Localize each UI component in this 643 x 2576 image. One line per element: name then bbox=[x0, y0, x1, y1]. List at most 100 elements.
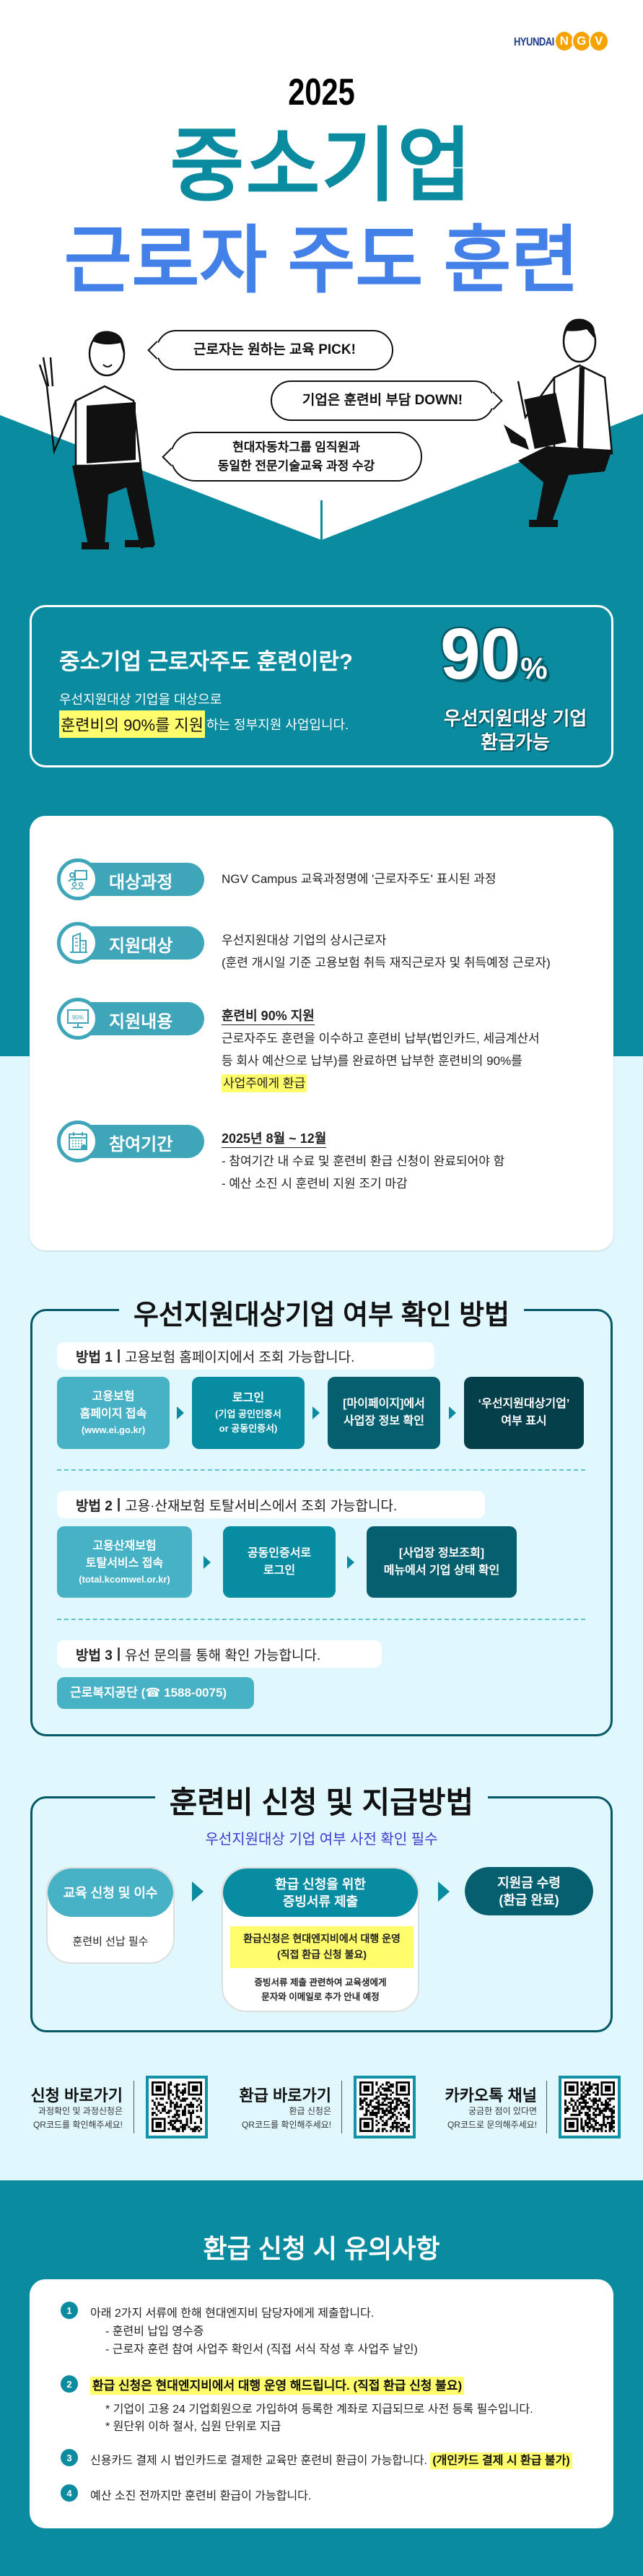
arrow-right-icon bbox=[177, 1406, 184, 1419]
step-text: or 공동인증서) bbox=[219, 1423, 278, 1434]
method-number: 방법 3 bbox=[76, 1648, 113, 1663]
arrow-right-icon bbox=[204, 1556, 211, 1569]
body-line: 증빙서류 제출 관련하여 교육생에게 bbox=[254, 1977, 387, 1988]
method-2-label: 방법 2|고용·산재보험 토탈서비스에서 조회 가능합니다. bbox=[57, 1491, 485, 1518]
intro-title: 중소기업 근로자주도 훈련이란? bbox=[59, 649, 353, 674]
note-text: 예산 소진 전까지만 훈련비 환급이 가능합니다. bbox=[90, 2490, 312, 2502]
step-title: 교육 신청 및 이수 bbox=[48, 1868, 173, 1917]
arrow-right-icon bbox=[438, 1881, 450, 1902]
body-line: 문자와 이메일로 추가 안내 예정 bbox=[261, 1992, 380, 2002]
period-desc: 2025년 8월 ~ 12월 - 참여기간 내 수료 및 훈련비 환급 신청이 … bbox=[222, 1128, 504, 1195]
label-text: 참여기간 bbox=[109, 1135, 173, 1154]
desc-highlight: 사업주에게 환급 bbox=[222, 1074, 307, 1092]
step-title-line: (환급 완료) bbox=[499, 1892, 559, 1907]
divider bbox=[546, 2081, 547, 2133]
arrow-right-icon bbox=[312, 1406, 320, 1419]
step-text: ‘우선지원대상기업’ bbox=[478, 1398, 570, 1410]
label-text: 지원내용 bbox=[109, 1012, 173, 1032]
qr-code-refund[interactable] bbox=[354, 2076, 416, 2138]
businessman-with-folder-illustration bbox=[504, 318, 613, 527]
qr-title: 카카오톡 채널 bbox=[445, 2087, 537, 2105]
calendar-icon bbox=[57, 1121, 99, 1162]
method-desc: 고용·산재보험 토탈서비스에서 조회 가능합니다. bbox=[125, 1498, 398, 1514]
step-text: 고용보험 bbox=[92, 1391, 135, 1403]
caption-line: 우선지원대상 기업 bbox=[443, 708, 587, 729]
intro-highlight: 훈련비의 90%를 지원 bbox=[59, 710, 205, 738]
number-badge: 1 bbox=[61, 2302, 78, 2319]
step-text: 로그인 bbox=[263, 1564, 296, 1577]
desc-line: 등 회사 예산으로 납부)를 완료하면 납부한 훈련비의 90%를 bbox=[222, 1054, 522, 1068]
label-target-course: 대상과정 bbox=[57, 858, 204, 900]
arrow-right-icon bbox=[347, 1556, 354, 1569]
label-period: 참여기간 bbox=[57, 1121, 204, 1162]
step-text: 여부 표시 bbox=[501, 1415, 547, 1427]
check-method-frame bbox=[30, 1309, 613, 1736]
logo-g: G bbox=[571, 30, 592, 52]
note-sub: - 훈련비 납입 영수증 bbox=[105, 2325, 204, 2338]
contact-text: 근로복지공단 (☎ 1588-0075) bbox=[70, 1686, 227, 1700]
method-number: 방법 2 bbox=[76, 1498, 113, 1514]
method-desc: 고용보험 홈페이지에서 조회 가능합니다. bbox=[125, 1349, 355, 1365]
note-sub: * 기업이 고용 24 기업회원으로 가입하여 등록한 계좌로 지급되므로 사전… bbox=[105, 2403, 533, 2416]
intro-card: 중소기업 근로자주도 훈련이란? 우선지원대상 기업을 대상으로 훈련비의 90… bbox=[30, 605, 613, 767]
note-sub: - 근로자 훈련 참여 사업주 확인서 (직접 서식 작성 후 사업주 날인) bbox=[105, 2344, 418, 2356]
big-number: 90 bbox=[440, 614, 521, 695]
building-icon bbox=[57, 922, 99, 964]
step-highlight: 환급신청은 현대엔지비에서 대행 운영(직접 환급 신청 불요) bbox=[230, 1926, 414, 1968]
check-method-title: 우선지원대상기업 여부 확인 방법 bbox=[0, 1292, 643, 1332]
step-text: 고용산재보험 bbox=[92, 1539, 157, 1552]
divider bbox=[341, 2081, 342, 2133]
qr-title: 환급 바로가기 bbox=[239, 2087, 331, 2105]
step-title-line: 증빙서류 제출 bbox=[282, 1894, 359, 1909]
qr-code-kakao[interactable] bbox=[559, 2076, 621, 2138]
step-text: 홈페이지 접속 bbox=[79, 1408, 147, 1420]
notes-card: 1 아래 2가지 서류에 한해 현대엔지비 담당자에게 제출합니다. - 훈련비… bbox=[30, 2279, 613, 2528]
step-url: (www.ei.go.kr) bbox=[81, 1424, 146, 1435]
percent-sign: % bbox=[520, 651, 548, 685]
bubble-text: 기업은 훈련비 부담 DOWN! bbox=[302, 393, 463, 408]
method-1-label: 방법 1|고용보험 홈페이지에서 조회 가능합니다. bbox=[57, 1342, 434, 1370]
ninety-percent: 90% bbox=[440, 613, 585, 696]
desc-line: 우선지원대상 기업의 상시근로자 bbox=[222, 934, 387, 947]
logo-hyundai: HYUNDAI bbox=[514, 35, 554, 48]
method-2-step-3: [사업장 정보조회]메뉴에서 기업 상태 확인 bbox=[367, 1526, 517, 1598]
qr-sub-line: 궁금한 점이 있다면 bbox=[468, 2106, 537, 2116]
step-text: 사업장 정보 확인 bbox=[344, 1415, 424, 1427]
divider-line bbox=[320, 500, 323, 541]
step-text: 공동인증서로 bbox=[247, 1546, 312, 1559]
step-text: 토탈서비스 접속 bbox=[85, 1557, 164, 1570]
qr-title: 신청 바로가기 bbox=[30, 2087, 123, 2105]
method-3-label: 방법 3|유선 문의를 통해 확인 가능합니다. bbox=[57, 1640, 382, 1668]
title-text: 우선지원대상기업 여부 확인 방법 bbox=[118, 1300, 525, 1331]
step-title-line: 환급 신청을 위한 bbox=[275, 1876, 366, 1892]
hyundai-ngv-logo: HYUNDAI N G V bbox=[514, 29, 609, 53]
dashed-divider bbox=[57, 1469, 585, 1471]
apply-subtitle: 우선지원대상 기업 여부 사전 확인 필수 bbox=[205, 1832, 438, 1848]
qr-code-apply[interactable] bbox=[146, 2076, 208, 2138]
eligible-desc: 우선지원대상 기업의 상시근로자(훈련 개시일 기준 고용보험 취득 재직근로자… bbox=[222, 929, 551, 974]
arrow-right-icon bbox=[192, 1881, 204, 1902]
desc-line: NGV Campus 교육과정명에 '근로자주도' 표시된 과정 bbox=[222, 872, 497, 886]
title-text: 훈련비 신청 및 지급방법 bbox=[154, 1785, 489, 1819]
arrow-right-icon bbox=[449, 1406, 456, 1419]
number-badge: 4 bbox=[61, 2484, 78, 2502]
note-text-main: 신용카드 결제 시 법인카드로 결제한 교육만 훈련비 환급이 가능합니다. bbox=[90, 2455, 427, 2467]
note-text: 신용카드 결제 시 법인카드로 결제한 교육만 훈련비 환급이 가능합니다. (… bbox=[90, 2450, 572, 2469]
desc-heading: 2025년 8월 ~ 12월 bbox=[222, 1130, 327, 1148]
monitor-90-icon: 90% bbox=[57, 998, 99, 1040]
highlight-line: 환급신청은 현대엔지비에서 대행 운영 bbox=[243, 1933, 401, 1944]
step-text: [마이페이지]에서 bbox=[343, 1398, 425, 1410]
qr-sub-line: 과정확인 및 과정신청은 bbox=[38, 2106, 123, 2116]
hero-year: 2025 bbox=[288, 71, 355, 113]
bubble-text: 근로자는 원하는 교육 PICK! bbox=[193, 342, 356, 357]
notes-title: 환급 신청 시 유의사항 bbox=[203, 2234, 440, 2263]
